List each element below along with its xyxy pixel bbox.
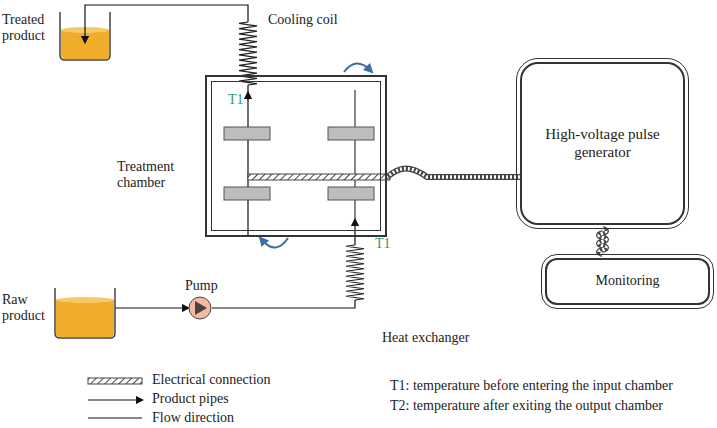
legend-text: Electrical connection	[152, 372, 271, 388]
electrical-connection	[387, 169, 520, 177]
node-label: Monitoring	[590, 267, 666, 295]
cable-hatch	[387, 169, 520, 177]
pump-symbol	[189, 297, 211, 319]
cable-hatch	[599, 229, 606, 254]
flow-line	[355, 90, 356, 225]
note: T1: temperature before entering the inpu…	[390, 378, 673, 394]
coil-symbol	[346, 245, 364, 300]
note: T2: temperature after exiting the output…	[390, 398, 663, 414]
legend-text: Product pipes	[152, 391, 229, 407]
product-pipe	[247, 95, 248, 237]
product-pipe	[85, 5, 248, 40]
node-heading: Treatment chamber	[117, 159, 201, 191]
legend-text: Flow direction	[152, 410, 234, 426]
product-pipe	[247, 85, 248, 100]
legend-sample	[88, 378, 142, 384]
coil-label: Cooling coil	[268, 12, 338, 28]
node-label: High-voltage pulse generator	[532, 120, 674, 167]
pump-label: Pump	[185, 278, 218, 294]
flow-arrow	[262, 238, 288, 248]
electrical-line	[248, 174, 390, 180]
generator-box: High-voltage pulse generator	[520, 62, 685, 225]
electrode	[224, 127, 374, 200]
exchanger-label: Heat exchanger	[382, 330, 469, 346]
legend-sample	[88, 399, 140, 400]
product-pipe	[212, 300, 355, 308]
legend-sample	[88, 418, 142, 419]
monitoring-box: Monitoring	[545, 258, 710, 305]
temperature-label: T1	[375, 236, 391, 252]
electrical-connection	[599, 229, 606, 254]
beaker-label: Raw product	[2, 292, 56, 324]
flow-arrow	[344, 63, 370, 72]
product-pipe	[115, 307, 186, 308]
beaker-label: Treated product	[2, 12, 56, 44]
temperature-label: T1	[228, 92, 244, 108]
product-pipe	[354, 222, 355, 245]
beaker	[55, 288, 115, 338]
